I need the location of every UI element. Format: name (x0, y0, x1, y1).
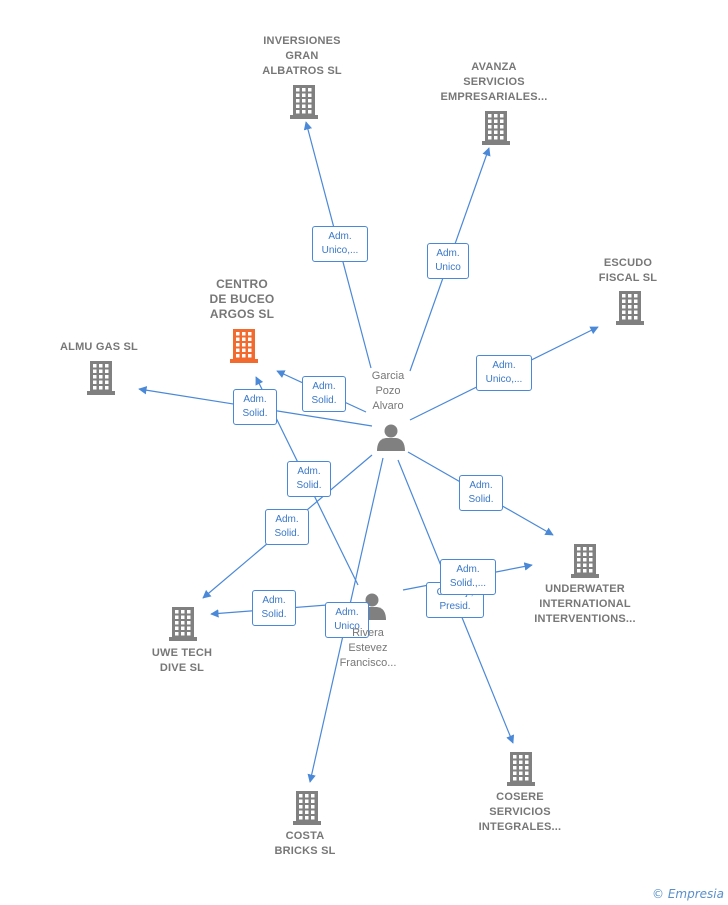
company-underwater-international-interventions-label-line: INTERNATIONAL (539, 598, 631, 610)
edge-label-line: Solid. (296, 480, 322, 491)
building-icon[interactable] (293, 791, 321, 825)
company-costa-bricks-sl-label-line: BRICKS SL (274, 845, 336, 857)
edge-label-line: Adm. (262, 595, 286, 606)
company-inversiones-gran-albatros-sl-label-line: INVERSIONES (263, 35, 341, 47)
copyright-icon: © (652, 887, 665, 901)
edge-label-line: Solid.,... (449, 578, 487, 589)
edge-label-p1-c_almu[interactable]: Adm. Solid. (233, 389, 277, 425)
company-almu-gas-sl-label[interactable]: ALMU GAS SL (44, 340, 154, 355)
company-underwater-international-interventions-label-line: INTERVENTIONS... (534, 613, 636, 625)
building-icon[interactable] (571, 544, 599, 578)
building-icon[interactable] (482, 111, 510, 145)
edge-label-line: Unico (435, 262, 461, 273)
company-avanza-servicios-empresariales-label[interactable]: AVANZA SERVICIOS EMPRESARIALES... (429, 60, 559, 105)
watermark: © Empresia (652, 887, 724, 901)
building-icon[interactable] (290, 85, 318, 119)
company-uwe-tech-dive-sl-label-line: UWE TECH (151, 647, 213, 659)
person-rivera-estevez-francisco-label-line: Estevez (348, 642, 388, 654)
person-garcia-pozo-alvaro-label-line: Garcia (371, 370, 405, 382)
edge-label-line: Adm. (275, 514, 299, 525)
company-inversiones-gran-albatros-sl-label-line: GRAN (285, 50, 319, 62)
edge-label-line: Unico (334, 621, 360, 632)
edge-label-line: Solid. (261, 609, 287, 620)
edge-label-p1-c_escudo[interactable]: Adm. Unico,... (476, 355, 532, 391)
company-avanza-servicios-empresariales-label-line: EMPRESARIALES... (440, 91, 548, 103)
edge-label-line: Unico,... (485, 374, 523, 385)
edge-label-p2-c_uwe[interactable]: Adm. Solid. (252, 590, 296, 626)
edge-label-p2-c_centro[interactable]: Adm. Solid. (287, 461, 331, 497)
edge-label-line: Adm. (243, 394, 267, 405)
company-underwater-international-interventions-label-line: UNDERWATER (545, 583, 625, 595)
edge-label-p1-c_uwe[interactable]: Adm. Solid. (265, 509, 309, 545)
edge-label-p1-c_avanza[interactable]: Adm. Unico (427, 243, 469, 279)
company-almu-gas-sl-label-line: ALMU GAS SL (60, 341, 138, 353)
edge-label-p1-c_costa[interactable]: Adm. Unico (325, 602, 369, 638)
person-rivera-estevez-francisco-label-line: Francisco... (339, 657, 397, 669)
edge-label-line: Adm. (297, 466, 321, 477)
company-escudo-fiscal-sl-label-line: ESCUDO (603, 257, 653, 269)
building-icon[interactable] (616, 291, 644, 325)
company-escudo-fiscal-sl-label[interactable]: ESCUDO FISCAL SL (578, 256, 678, 286)
edge-label-p1-c_inversiones[interactable]: Adm. Unico,... (312, 226, 368, 262)
edge-label-line: Adm. (328, 231, 352, 242)
building-icon[interactable] (169, 607, 197, 641)
company-cosere-servicios-integrales-label-line: INTEGRALES... (478, 821, 562, 833)
edge-label-p1-c_underwater[interactable]: Adm. Solid. (459, 475, 503, 511)
person-rivera-estevez-francisco-label-line: Rivera (352, 627, 384, 639)
company-underwater-international-interventions-label[interactable]: UNDERWATER INTERNATIONAL INTERVENTIONS... (515, 582, 655, 627)
company-uwe-tech-dive-sl-label-line: DIVE SL (159, 662, 205, 674)
company-centro-de-buceo-argos-sl-label-line: ARGOS SL (209, 307, 275, 321)
building-icon[interactable] (87, 361, 115, 395)
edge-label-line: Adm. (436, 248, 460, 259)
company-avanza-servicios-empresariales-label-line: SERVICIOS (463, 76, 525, 88)
edge-label-line: Unico,... (321, 245, 359, 256)
company-uwe-tech-dive-sl-label[interactable]: UWE TECH DIVE SL (132, 646, 232, 676)
edge-label-line: Adm. (335, 607, 359, 618)
person-garcia-pozo-alvaro-label-line: Alvaro (372, 400, 404, 412)
edge-label-line: Solid. (242, 408, 268, 419)
company-avanza-servicios-empresariales-label-line: AVANZA (471, 61, 517, 73)
edge-label-line: Adm. (312, 381, 336, 392)
edge-label-line: Solid. (468, 494, 494, 505)
person-garcia-pozo-alvaro-label-line: Pozo (375, 385, 401, 397)
company-escudo-fiscal-sl-label-line: FISCAL SL (598, 272, 658, 284)
company-inversiones-gran-albatros-sl-label-line: ALBATROS SL (262, 65, 342, 77)
company-costa-bricks-sl-label-line: COSTA (285, 830, 325, 842)
edge-label-p1-c_centro[interactable]: Adm. Solid. (302, 376, 346, 412)
edge-label-line: Adm. (469, 480, 493, 491)
edge-label-line: Presid. (439, 601, 471, 612)
company-costa-bricks-sl-label[interactable]: COSTA BRICKS SL (255, 829, 355, 859)
edge-label-line: Solid. (274, 528, 300, 539)
company-centro-de-buceo-argos-sl-label-line: DE BUCEO (209, 292, 275, 306)
edge-label-p2-c_underwater[interactable]: Adm. Solid.,... (440, 559, 496, 595)
edge-label-line: Adm. (456, 564, 480, 575)
company-cosere-servicios-integrales-label-line: COSERE (496, 791, 544, 803)
company-inversiones-gran-albatros-sl-label[interactable]: INVERSIONES GRAN ALBATROS SL (242, 34, 362, 79)
edge-label-line: Solid. (311, 395, 337, 406)
company-cosere-servicios-integrales-label[interactable]: COSERE SERVICIOS INTEGRALES... (460, 790, 580, 835)
nodes-layer (87, 85, 644, 825)
building-icon[interactable] (230, 329, 258, 363)
building-icon[interactable] (507, 752, 535, 786)
edge-label-line: Adm. (492, 360, 516, 371)
edges-layer (138, 121, 599, 783)
company-cosere-servicios-integrales-label-line: SERVICIOS (489, 806, 551, 818)
person-icon[interactable] (377, 424, 405, 452)
watermark-brand: Empresia (667, 887, 724, 901)
company-centro-de-buceo-argos-sl-label-line: CENTRO (216, 277, 268, 291)
